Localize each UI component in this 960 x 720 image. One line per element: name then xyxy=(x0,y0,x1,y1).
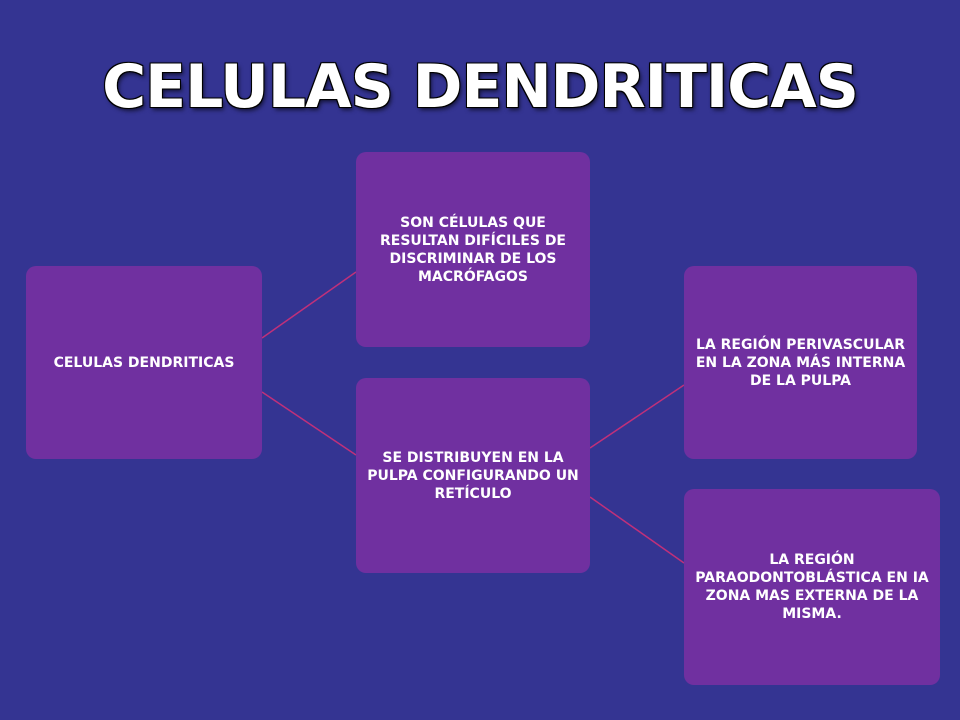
node-distribuyen: SE DISTRIBUYEN EN LA PULPA CONFIGURANDO … xyxy=(356,378,590,573)
node-region-perivascular-label: LA REGIÓN PERIVASCULAR EN LA ZONA MÁS IN… xyxy=(695,336,906,389)
connector-root-macrofagos xyxy=(261,271,357,339)
node-region-perivascular: LA REGIÓN PERIVASCULAR EN LA ZONA MÁS IN… xyxy=(684,266,917,459)
node-macrofagos-label: SON CÉLULAS QUE RESULTAN DIFÍCILES DE DI… xyxy=(380,214,566,285)
node-celulas-dendriticas: CELULAS DENDRITICAS xyxy=(26,266,262,459)
node-region-paraodontoblastica: LA REGIÓN PARAODONTOBLÁSTICA EN IA ZONA … xyxy=(684,489,940,685)
connector-distribuyen-paraodontoblastica xyxy=(589,496,685,564)
node-macrofagos: SON CÉLULAS QUE RESULTAN DIFÍCILES DE DI… xyxy=(356,152,590,347)
node-celulas-dendriticas-label: CELULAS DENDRITICAS xyxy=(53,354,235,371)
connector-distribuyen-perivascular xyxy=(589,384,685,449)
connector-root-distribuyen xyxy=(261,391,357,456)
node-region-paraodontoblastica-label: LA REGIÓN PARAODONTOBLÁSTICA EN IA ZONA … xyxy=(695,552,929,622)
node-distribuyen-label: SE DISTRIBUYEN EN LA PULPA CONFIGURANDO … xyxy=(367,449,579,502)
slide-title: CELULAS DENDRITICAS xyxy=(102,52,859,122)
